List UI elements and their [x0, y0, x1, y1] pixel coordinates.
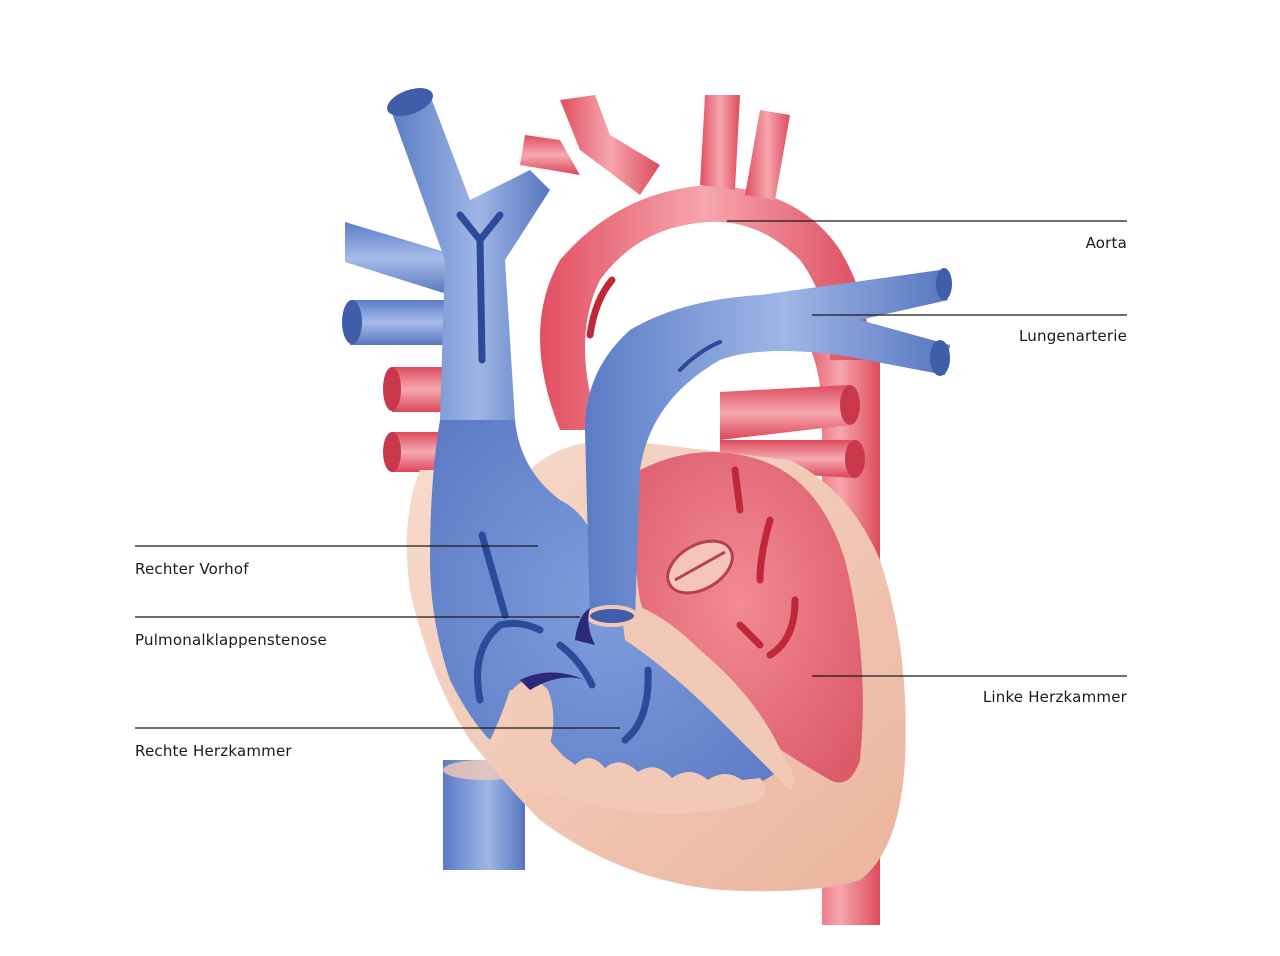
- label-pulmonary-artery: Lungenarterie: [1019, 327, 1127, 345]
- systemic-veins-left: [342, 222, 455, 345]
- label-left-ventricle: Linke Herzkammer: [982, 688, 1127, 706]
- stenotic-pulmonary-valve: [520, 608, 595, 690]
- label-pulmonary-valve-stenosis: Pulmonalklappenstenose: [135, 631, 327, 649]
- label-aorta: Aorta: [1085, 234, 1127, 252]
- label-right-ventricle: Rechte Herzkammer: [135, 742, 292, 760]
- left-ventricle-cavity: [635, 452, 863, 783]
- aortic-arch: [520, 95, 870, 430]
- mitral-valve: [666, 539, 734, 595]
- leader-lines: [135, 220, 1127, 729]
- flow-arrows-red: [586, 276, 799, 659]
- ventricular-septum: [512, 600, 794, 800]
- flow-arrows-blue: [456, 211, 722, 744]
- superior-vena-cava: [387, 88, 550, 420]
- pulmonary-veins: [383, 367, 865, 478]
- pulmonary-artery: [585, 268, 952, 627]
- label-right-atrium: Rechter Vorhof: [135, 560, 249, 578]
